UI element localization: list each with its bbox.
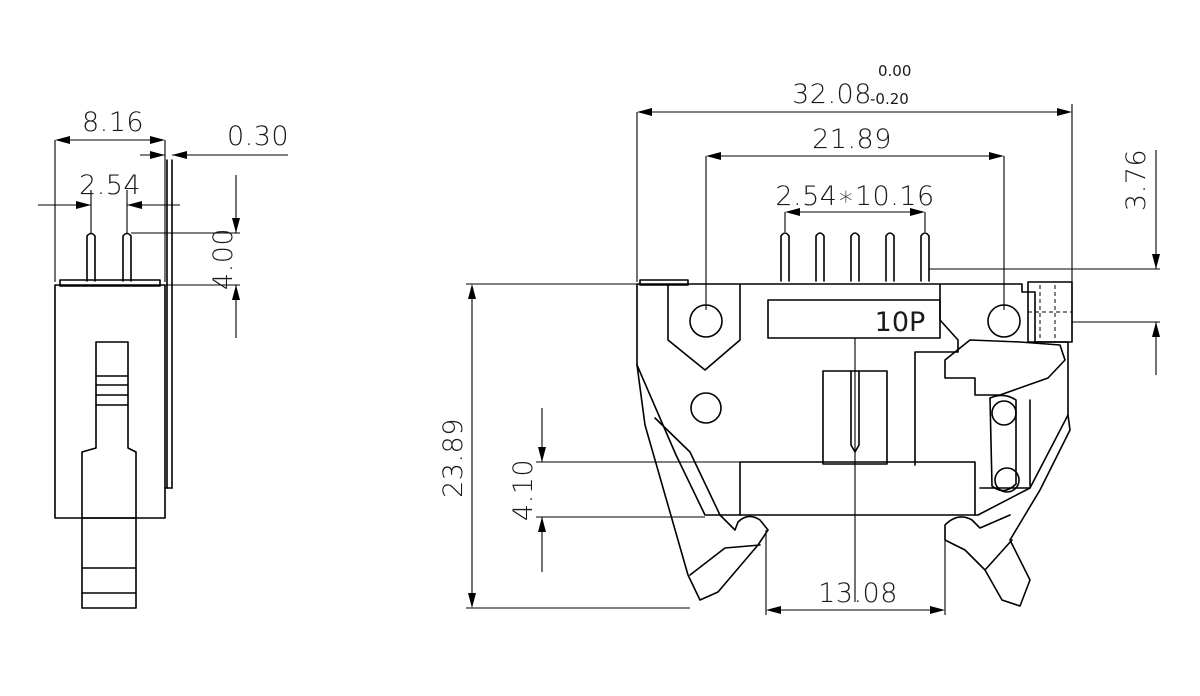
tol-upper: 0.00 xyxy=(878,62,911,80)
dim-rail-width: 13.08 xyxy=(818,578,898,609)
dim-overall-length: 32.08 xyxy=(792,79,872,110)
latch-spring xyxy=(989,394,1017,492)
label-10p: 10P xyxy=(875,307,926,338)
front-pins xyxy=(780,232,930,282)
dim-pin-height: 3.76 xyxy=(1121,149,1152,211)
dim-side-offset: 0.30 xyxy=(227,121,289,152)
front-view: 10P 32.08 0 xyxy=(438,62,1160,615)
side-body xyxy=(54,284,166,519)
latch-pivot-bottom xyxy=(994,467,1020,493)
left-mounting-ear xyxy=(667,284,741,371)
side-view: 8.16 2.54 0.30 4.00 xyxy=(38,107,289,609)
latch-arm xyxy=(944,339,1066,396)
dim-side-width: 8.16 xyxy=(82,107,144,138)
side-top-cap xyxy=(59,279,161,287)
dim-side-pin-length: 4.00 xyxy=(208,228,239,290)
dim-hole-spacing: 21.89 xyxy=(812,124,892,155)
side-actuator xyxy=(81,341,137,609)
side-pin-1 xyxy=(86,232,96,282)
top-tab-left xyxy=(639,279,689,286)
left-lower-hole xyxy=(690,392,722,424)
housing-outline xyxy=(636,283,1069,516)
right-din-clip xyxy=(944,414,1071,607)
dim-rail-offset: 4.10 xyxy=(508,459,539,521)
base-block xyxy=(739,461,976,516)
left-din-clip xyxy=(636,364,769,601)
latch-pivot-top xyxy=(991,400,1017,426)
dim-height: 23.89 xyxy=(438,418,469,498)
dim-pin-pitch: 2.54∗10.16 xyxy=(775,181,934,212)
dim-side-pitch: 2.54 xyxy=(79,170,141,201)
tol-lower: -0.20 xyxy=(870,90,909,108)
side-pin-2 xyxy=(122,232,132,282)
inner-wall xyxy=(914,284,959,466)
